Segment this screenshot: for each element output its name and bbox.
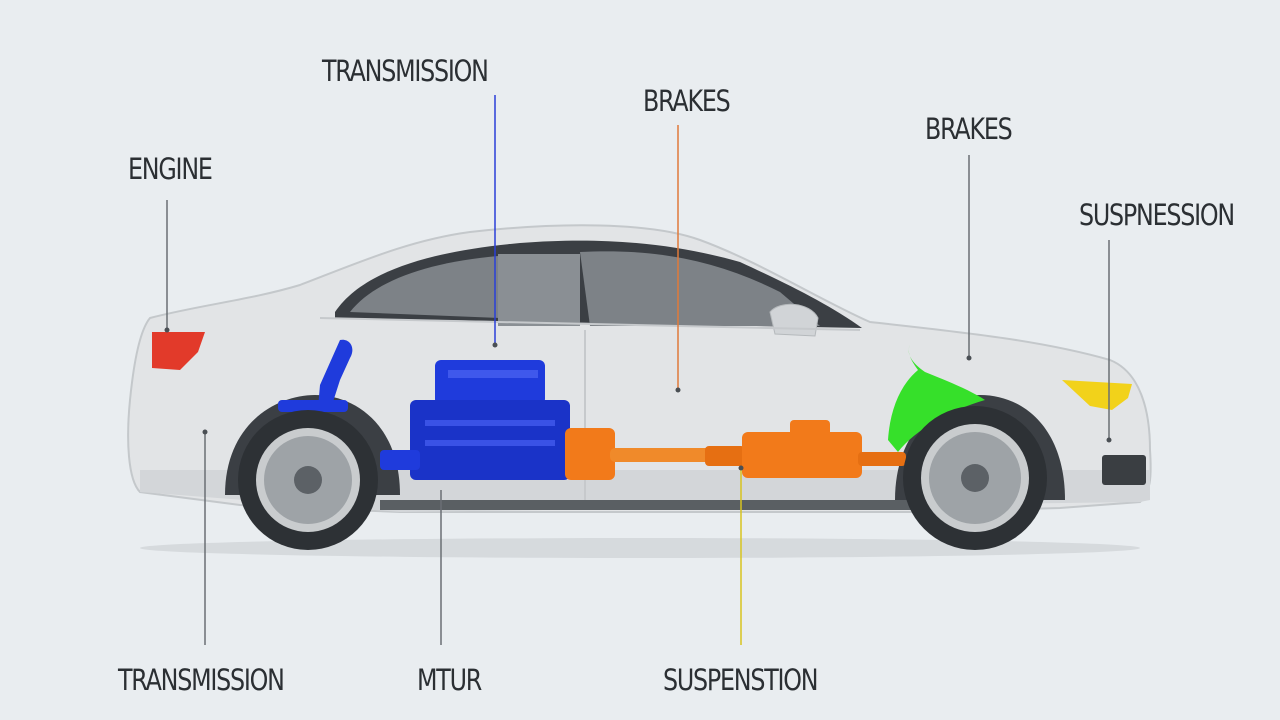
rear-window: [350, 256, 500, 318]
label-brakes-center: BRAKES: [643, 84, 731, 118]
leader-lines: [166, 95, 1110, 645]
label-engine: ENGINE: [128, 152, 213, 186]
middle-window: [498, 254, 580, 326]
tail-light: [152, 332, 205, 370]
leader-dots: [164, 327, 1112, 471]
front-suspension-component: [888, 345, 985, 452]
front-grille: [1102, 455, 1146, 485]
rear-wheel: [238, 410, 378, 550]
headlight: [1062, 380, 1132, 410]
label-suspension-bottom: SUSPENSTION: [663, 663, 819, 697]
rocker-panel: [380, 500, 920, 510]
engine-assembly: [278, 339, 570, 480]
front-wheel: [903, 406, 1047, 550]
label-motor: MTUR: [417, 663, 482, 697]
label-transmission-top: TRANSMISSION: [322, 54, 489, 88]
front-window: [580, 251, 820, 326]
label-transmission-bottom: TRANSMISSION: [118, 663, 285, 697]
body-crease: [319, 317, 861, 331]
drivetrain-assembly: [565, 420, 906, 480]
label-suspension-right: SUSPNESSION: [1079, 198, 1235, 232]
ground-shadow: [140, 538, 1140, 558]
label-brakes-right: BRAKES: [925, 112, 1013, 146]
